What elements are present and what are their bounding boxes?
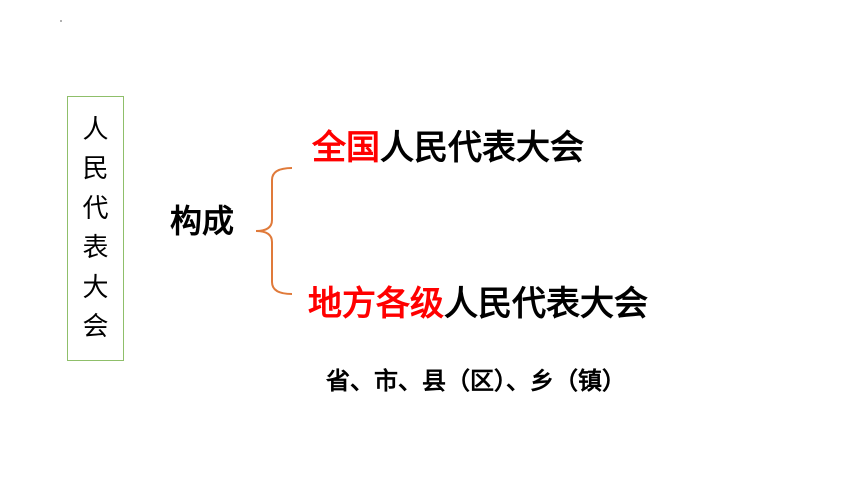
branch-national-congress: 全国人民代表大会	[312, 131, 584, 165]
decorative-dot	[60, 20, 62, 22]
vertical-title-char: 民	[82, 154, 109, 185]
brace-path	[255, 167, 293, 295]
vertical-title-char: 会	[82, 312, 109, 343]
vertical-title-char: 表	[82, 233, 109, 264]
branch-highlight: 地方各级	[308, 284, 444, 324]
vertical-title-char: 大	[82, 272, 109, 303]
branch-local-congress: 地方各级人民代表大会	[308, 287, 648, 321]
branch-text: 人民代表大会	[380, 128, 584, 168]
branch-text: 人民代表大会	[444, 284, 648, 324]
branch-highlight: 全国	[312, 128, 380, 168]
vertical-title-char: 代	[82, 193, 109, 224]
local-levels-note: 省、市、县（区）、乡（镇）	[326, 367, 626, 395]
composition-label: 构成	[170, 202, 235, 240]
vertical-title-char: 人	[82, 114, 109, 145]
vertical-title-box: 人 民 代 表 大 会	[67, 96, 124, 361]
